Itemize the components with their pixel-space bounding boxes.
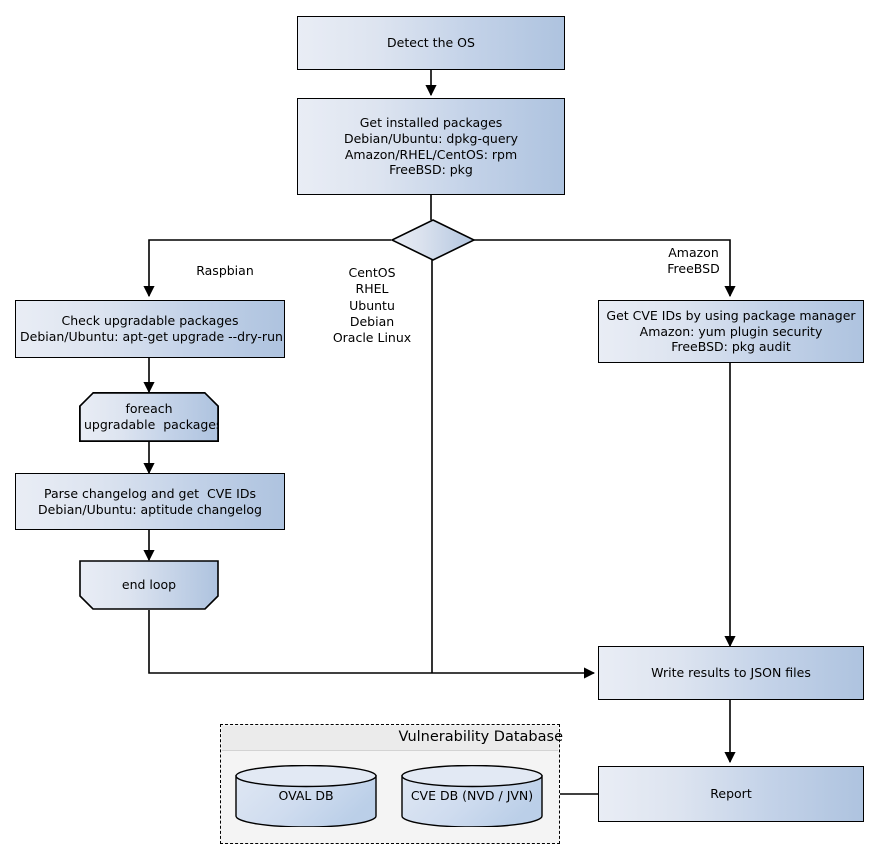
edge-endloop-to-write-results <box>148 610 596 679</box>
edge-label-amazon-freebsd: Amazon FreeBSD <box>667 245 720 277</box>
node-get-cve-ids-lines: Get CVE IDs by using package manager Ama… <box>599 308 863 355</box>
node-report[interactable]: Report <box>598 766 864 822</box>
node-foreach-loop-lines: foreach upgradable packages <box>80 401 218 432</box>
node-get-installed-packages-line-3: FreeBSD: pkg <box>389 162 473 178</box>
node-detect-os-lines: Detect the OS <box>298 35 564 51</box>
node-foreach-loop[interactable]: foreach upgradable packages <box>79 392 219 442</box>
oval-db-cylinder[interactable] <box>235 765 377 827</box>
node-check-upgradable-line-0: Check upgradable packages <box>61 313 239 329</box>
node-check-upgradable[interactable]: Check upgradable packages Debian/Ubuntu:… <box>15 300 285 358</box>
node-detect-os-line-0: Detect the OS <box>387 35 475 51</box>
node-os-decision[interactable] <box>391 219 475 261</box>
os-decision-shape <box>391 219 475 261</box>
node-check-upgradable-lines: Check upgradable packages Debian/Ubuntu:… <box>16 313 284 344</box>
node-get-installed-packages-lines: Get installed packages Debian/Ubuntu: dp… <box>298 115 564 178</box>
node-get-cve-ids-line-2: FreeBSD: pkg audit <box>671 339 791 355</box>
vulnerability-database-header <box>222 726 558 751</box>
cve-db-label: CVE DB (NVD / JVN) <box>410 788 534 803</box>
node-get-cve-ids-line-1: Amazon: yum plugin security <box>639 323 823 339</box>
node-report-lines: Report <box>599 786 863 802</box>
node-write-results-lines: Write results to JSON files <box>599 665 863 681</box>
node-get-installed-packages-line-1: Debian/Ubuntu: dpkg-query <box>343 130 519 146</box>
node-write-results[interactable]: Write results to JSON files <box>598 646 864 700</box>
node-get-installed-packages-line-0: Get installed packages <box>359 115 503 131</box>
node-foreach-loop-line-0: foreach <box>125 401 173 417</box>
node-get-installed-packages-line-2: Amazon/RHEL/CentOS: rpm <box>344 146 518 162</box>
node-detect-os[interactable]: Detect the OS <box>297 16 565 70</box>
end-loop-shape <box>79 560 219 610</box>
node-parse-changelog-lines: Parse changelog and get CVE IDs Debian/U… <box>16 486 284 517</box>
edge-label-center-os-list: CentOS RHEL Ubuntu Debian Oracle Linux <box>332 265 412 345</box>
cve-db-cylinder[interactable] <box>401 765 543 827</box>
node-get-cve-ids[interactable]: Get CVE IDs by using package manager Ama… <box>598 300 864 363</box>
edge-label-raspbian: Raspbian <box>196 263 254 278</box>
node-parse-changelog[interactable]: Parse changelog and get CVE IDs Debian/U… <box>15 473 285 530</box>
foreach-loop-outline <box>79 392 219 442</box>
node-end-loop-line-0: end loop <box>121 577 177 593</box>
node-get-installed-packages[interactable]: Get installed packages Debian/Ubuntu: dp… <box>297 98 565 195</box>
node-foreach-loop-line-1: upgradable packages <box>84 417 223 432</box>
node-end-loop[interactable]: end loop <box>79 560 219 610</box>
node-check-upgradable-line-1: Debian/Ubuntu: apt-get upgrade --dry-run <box>20 329 283 344</box>
node-get-cve-ids-line-0: Get CVE IDs by using package manager <box>606 308 856 324</box>
node-write-results-line-0: Write results to JSON files <box>651 665 811 681</box>
vulnerability-database-title: Vulnerability Database <box>398 729 563 745</box>
node-parse-changelog-line-0: Parse changelog and get CVE IDs <box>44 485 256 501</box>
oval-db-label: OVAL DB <box>278 788 334 803</box>
node-report-line-0: Report <box>710 786 752 802</box>
node-parse-changelog-line-1: Debian/Ubuntu: aptitude changelog <box>38 501 262 517</box>
node-end-loop-lines: end loop <box>79 577 219 593</box>
